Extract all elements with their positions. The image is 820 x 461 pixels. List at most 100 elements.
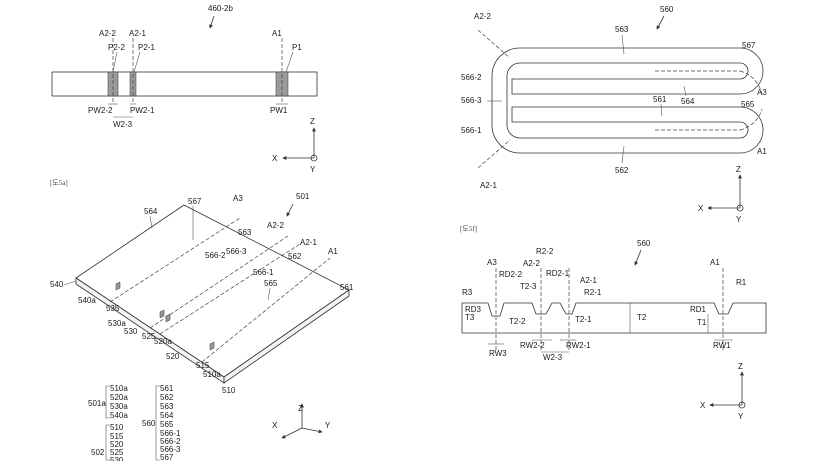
legend-560-item-0: 561 <box>160 384 174 393</box>
legend-560-name: 560 <box>142 419 156 428</box>
label-a2-1-d: A2-1 <box>580 276 597 285</box>
legend-501a-name: 501a <box>88 399 106 408</box>
label-566-1-c: 566-1 <box>253 268 274 277</box>
fig-a-ref-arrow <box>209 15 215 29</box>
axis-x-c: X <box>272 421 278 430</box>
label-564-c: 564 <box>144 207 158 216</box>
label-rw2-2: RW2-2 <box>520 341 545 350</box>
label-p1: P1 <box>292 43 302 52</box>
leader-565-c <box>267 287 271 301</box>
pattern-530a <box>115 281 121 291</box>
axis-z: Z <box>310 117 315 126</box>
label-pw2-1: PW2-1 <box>130 106 155 115</box>
label-561: 561 <box>653 95 667 104</box>
label-540: 540 <box>50 280 64 289</box>
leader-563 <box>621 34 625 55</box>
label-567-c: 567 <box>188 197 202 206</box>
label-566-1: 566-1 <box>461 126 482 135</box>
label-564: 564 <box>681 97 695 106</box>
label-562-c: 562 <box>288 252 302 261</box>
label-t1: T1 <box>697 318 707 327</box>
label-a3-c: A3 <box>233 194 243 203</box>
fold-axis-a2-1 <box>159 243 301 335</box>
figure-501-isometric: [도5a] 501 564 567 A3 563 A2-2 A2-1 566-2… <box>50 179 354 439</box>
label-566-3-c: 566-3 <box>226 247 247 256</box>
y-axis-marker <box>310 154 318 162</box>
leader-562 <box>621 145 625 164</box>
legend-560-item-1: 562 <box>160 393 174 402</box>
label-r2-2: R2-2 <box>536 247 554 256</box>
label-530: 530 <box>124 327 138 336</box>
leader-p1 <box>285 51 294 73</box>
legend-501a-item-1: 520a <box>110 393 128 402</box>
figure-460-2b: 460-2b A2-2 A2-1 P2-2 P2-1 A1 P1 PW2-2 P… <box>51 4 318 174</box>
label-r2-1: R2-1 <box>584 288 602 297</box>
label-515: 515 <box>196 361 210 370</box>
label-t2-2: T2-2 <box>509 317 526 326</box>
fold-arc-upper <box>739 70 763 96</box>
axis-z-d: Z <box>738 362 743 371</box>
label-563: 563 <box>615 25 629 34</box>
pattern-520a-1 <box>165 313 171 323</box>
axis-x-b: X <box>698 204 704 213</box>
label-a1-b: A1 <box>757 147 767 156</box>
reference-legend: 501a 510a 520a 530a 540a 560 561 562 563… <box>88 384 181 461</box>
label-a2-2: A2-2 <box>99 29 116 38</box>
legend-502-name: 502 <box>91 448 105 457</box>
legend-501a-brace <box>105 385 110 419</box>
legend-501a-item-3: 540a <box>110 411 128 420</box>
label-p2-1: P2-1 <box>138 43 155 52</box>
legend-560-item-5: 566-1 <box>160 429 181 438</box>
leader-p2-1 <box>133 51 141 73</box>
fig-b-axes: Z X Y <box>698 165 744 224</box>
label-a2-2-c: A2-2 <box>267 221 284 230</box>
label-530a: 530a <box>108 319 126 328</box>
fig-d-ref: 560 <box>637 239 651 248</box>
label-rd2-1: RD2-1 <box>546 269 570 278</box>
label-rd1: RD1 <box>690 305 707 314</box>
leader-564-c <box>149 215 153 229</box>
legend-501a-item-2: 530a <box>110 402 128 411</box>
fig-c-tag: [도5a] <box>50 179 68 187</box>
fig-b-ref-arrow <box>656 15 665 30</box>
axis-x-d: X <box>700 401 706 410</box>
fig-c-axes: Z X Y <box>272 403 331 439</box>
fig-c-ref: 501 <box>296 192 310 201</box>
label-a2-2-b: A2-2 <box>474 12 491 21</box>
label-t3: T3 <box>465 313 475 322</box>
axis-z-c: Z <box>298 404 303 413</box>
axis-y-b: Y <box>736 215 742 224</box>
label-566-2: 566-2 <box>461 73 482 82</box>
axis-y: Y <box>310 165 316 174</box>
leader-p2-2 <box>112 51 118 73</box>
fig-d-tag: [도5f] <box>460 225 477 233</box>
legend-560-item-8: 567 <box>160 453 174 461</box>
axis-z-b: Z <box>736 165 741 174</box>
legend-560-item-7: 566-3 <box>160 445 181 454</box>
y-axis-marker-d <box>738 401 746 409</box>
fig-b-ref: 560 <box>660 5 674 14</box>
fold-axis-a3 <box>109 217 241 303</box>
label-t2-1: T2-1 <box>575 315 592 324</box>
label-t2-3: T2-3 <box>520 282 537 291</box>
label-520: 520 <box>166 352 180 361</box>
legend-560-brace <box>155 385 160 461</box>
slab-right-face <box>223 289 350 384</box>
legend-502-item-4: 530 <box>110 456 124 461</box>
label-t2: T2 <box>637 313 647 322</box>
label-566-3: 566-3 <box>461 96 482 105</box>
fig-d-ref-arrow <box>634 249 642 266</box>
label-a1-d: A1 <box>710 258 720 267</box>
legend-501a-item-0: 510a <box>110 384 128 393</box>
label-p2-2: P2-2 <box>108 43 125 52</box>
label-pw1: PW1 <box>270 106 288 115</box>
label-565-c: 565 <box>264 279 278 288</box>
axis-a2-1-b <box>477 139 511 169</box>
legend-502-item-2: 520 <box>110 440 124 449</box>
leader-540 <box>63 280 77 286</box>
axis-x: X <box>272 154 278 163</box>
label-a3: A3 <box>757 88 767 97</box>
label-a1: A1 <box>272 29 282 38</box>
label-r3: R3 <box>462 288 473 297</box>
